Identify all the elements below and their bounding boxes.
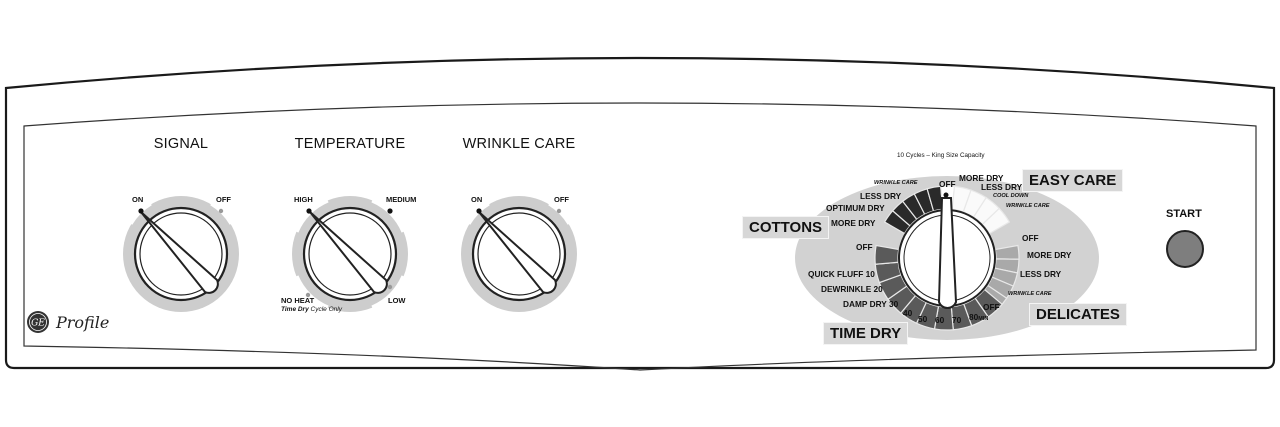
cottons-more-dry-label: MORE DRY	[831, 218, 876, 228]
easy-care-less-dry-label: LESS DRY	[981, 182, 1023, 192]
cycle-dial[interactable]	[795, 176, 1099, 340]
signal-title: SIGNAL	[153, 136, 209, 152]
temp-high-label: HIGH	[294, 195, 313, 204]
damp-dry-label: DAMP DRY 30	[843, 299, 899, 309]
delicates-more-dry-label: MORE DRY	[1027, 250, 1072, 260]
minute-50-label: 50	[918, 314, 928, 324]
minute-60-label: 60	[935, 315, 945, 325]
bottom-off-label: OFF	[983, 302, 1000, 312]
wrinkle-on-label: ON	[471, 195, 483, 204]
wrinkle-care-knob[interactable]	[461, 196, 577, 312]
wrinkle-off-label: OFF	[554, 195, 569, 204]
temperature-knob[interactable]	[292, 196, 408, 312]
cool-down-label: COOL DOWN	[993, 193, 1029, 199]
signal-knob[interactable]	[123, 196, 239, 312]
dial-segment	[874, 244, 900, 265]
temp-low-label: LOW	[388, 296, 406, 305]
temp-medium-label: MEDIUM	[386, 195, 417, 204]
delicates-wrinkle-care-label: WRINKLE CARE	[1008, 291, 1052, 297]
cottons-off-label: OFF	[856, 242, 873, 252]
delicates-off-label: OFF	[1022, 233, 1039, 243]
temperature-title: TEMPERATURE	[294, 136, 406, 152]
brand-name: Profile	[56, 313, 110, 332]
delicates-group-label: DELICATES	[1029, 303, 1127, 326]
start-label: START	[1166, 208, 1202, 220]
time-dry-group-label: TIME DRY	[823, 322, 909, 345]
cottons-less-dry-label: LESS DRY	[860, 191, 902, 201]
quick-fluff-label: QUICK FLUFF 10	[808, 269, 875, 279]
cottons-optimum-dry-label: OPTIMUM DRY	[826, 203, 885, 213]
easy-care-group-label: EASY CARE	[1022, 169, 1124, 192]
ge-logo-icon: GE	[27, 311, 49, 333]
signal-on-label: ON	[132, 195, 144, 204]
capacity-note: 10 Cycles – King Size Capacity	[897, 152, 985, 159]
easy-care-wrinkle-care-label: WRINKLE CARE	[1006, 203, 1050, 209]
temp-no-heat-label: NO HEAT	[281, 296, 315, 305]
svg-text:GE: GE	[31, 319, 45, 329]
minute-80-label: 80MIN	[969, 312, 989, 322]
dewrinkle-label: DEWRINKLE 20	[821, 284, 883, 294]
top-off-label: OFF	[939, 179, 956, 189]
signal-off-label: OFF	[216, 195, 231, 204]
cottons-wrinkle-care-label: WRINKLE CARE	[874, 180, 918, 186]
temp-time-dry-note: Time Dry Cycle Only	[281, 306, 342, 313]
cottons-group-label: COTTONS	[742, 216, 830, 239]
easy-care-more-dry-label: MORE DRY	[959, 173, 1004, 183]
minute-70-label: 70	[952, 315, 962, 325]
wrinkle-care-title: WRINKLE CARE	[462, 136, 576, 152]
delicates-less-dry-label: LESS DRY	[1020, 269, 1062, 279]
minute-40-label: 40	[903, 308, 913, 318]
start-button[interactable]	[1166, 230, 1204, 268]
